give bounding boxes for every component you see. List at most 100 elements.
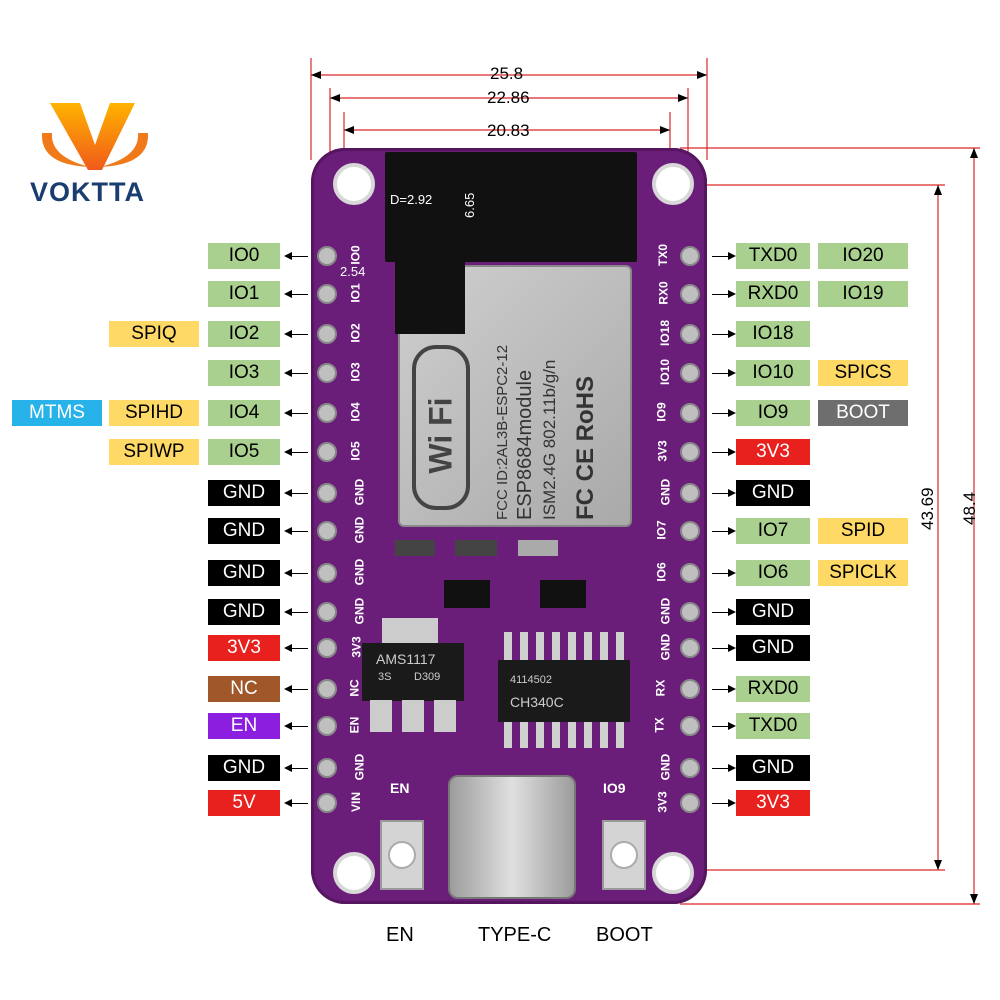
- silk-en: EN: [390, 780, 410, 796]
- smd-component: [395, 540, 435, 556]
- dim-hole-d: D=2.92: [390, 192, 433, 207]
- silk-right-pin: IO7: [654, 520, 669, 540]
- module-model: ESP8684module: [514, 369, 536, 520]
- pin-arrow-left: [286, 726, 308, 727]
- pin-label-right: 3V3: [736, 790, 810, 816]
- pin-arrow-head-left-icon: [284, 448, 292, 456]
- pin-arrow-left: [286, 531, 308, 532]
- silk-left-pin: IO5: [348, 441, 363, 461]
- pin-header-hole-left: [317, 324, 337, 344]
- regulator-sub1: 3S: [378, 671, 392, 683]
- smd-component: [370, 700, 392, 732]
- pin-header-hole-right: [680, 563, 700, 583]
- pin-arrow-right: [712, 573, 732, 574]
- pin-arrow-head-left-icon: [284, 409, 292, 417]
- pin-label-left: IO3: [208, 360, 280, 386]
- pin-header-hole-left: [317, 793, 337, 813]
- pin-label-left: IO5: [208, 439, 280, 465]
- pin-header-hole-right: [680, 246, 700, 266]
- pin-header-hole-left: [317, 679, 337, 699]
- pin-header-hole-left: [317, 363, 337, 383]
- silk-left-pin: GND: [352, 516, 367, 544]
- pin-label-right: TXD0: [736, 713, 810, 739]
- pin-header-hole-right: [680, 758, 700, 778]
- pin-label-left: 5V: [208, 790, 280, 816]
- pin-label-right: GND: [736, 635, 810, 661]
- silk-right-pin: 3V3: [655, 440, 670, 462]
- silk-left-pin: IO0: [348, 245, 363, 265]
- pin-label-left: GND: [208, 599, 280, 625]
- module-band: ISM2.4G 802.11b/g/n: [540, 359, 559, 520]
- pin-header-hole-right: [680, 521, 700, 541]
- boot-button[interactable]: [602, 820, 646, 890]
- pin-arrow-head-left-icon: [284, 799, 292, 807]
- pin-label-right: IO9: [736, 400, 810, 426]
- pin-arrow-left: [286, 452, 308, 453]
- pin-alt-label-right: SPID: [818, 518, 908, 544]
- pin-header-hole-right: [680, 793, 700, 813]
- wifi-logo-text: Wi Fi: [422, 397, 459, 474]
- mount-hole-bottom-right: [652, 852, 694, 894]
- pin-header-hole-left: [317, 521, 337, 541]
- silk-left-pin: GND: [352, 597, 367, 625]
- pin-alt-label-right: SPICLK: [818, 560, 908, 586]
- pin-header-hole-right: [680, 602, 700, 622]
- silk-left-pin: 3V3: [349, 636, 364, 658]
- pin-arrow-right: [712, 256, 732, 257]
- pin-header-hole-right: [680, 324, 700, 344]
- brand-logo: VOKTTA: [30, 95, 160, 215]
- mount-hole-top-right: [652, 163, 694, 205]
- pin-arrow-left: [286, 648, 308, 649]
- pin-arrow-head-left-icon: [284, 489, 292, 497]
- pin-arrow-right: [712, 726, 732, 727]
- pin-arrow-right: [712, 531, 732, 532]
- smd-component: [402, 700, 424, 732]
- pin-arrow-left: [286, 334, 308, 335]
- pin-arrow-head-left-icon: [284, 252, 292, 260]
- pin-alt-label-left: SPIWP: [109, 439, 199, 465]
- pin-header-hole-right: [680, 442, 700, 462]
- pin-label-left: IO0: [208, 243, 280, 269]
- silk-right-pin: TX: [652, 717, 667, 733]
- pin-arrow-head-left-icon: [284, 369, 292, 377]
- module-antenna: [385, 152, 637, 262]
- pin-label-left: GND: [208, 560, 280, 586]
- module-fcc-id: FCC ID:2AL3B-ESPC2-12: [494, 344, 511, 520]
- pin-header-hole-right: [680, 638, 700, 658]
- pin-alt-label-right: BOOT: [818, 400, 908, 426]
- pin-arrow-left: [286, 803, 308, 804]
- pin-arrow-head-left-icon: [284, 644, 292, 652]
- pin-arrow-head-right-icon: [728, 799, 736, 807]
- pin-header-hole-left: [317, 638, 337, 658]
- pin-arrow-head-right-icon: [728, 489, 736, 497]
- brand-name: VOKTTA: [30, 177, 145, 207]
- usb-typec-port[interactable]: [448, 775, 576, 899]
- pin-arrow-head-left-icon: [284, 764, 292, 772]
- smd-component: [518, 540, 558, 556]
- dim-height-inner: 43.69: [918, 487, 937, 530]
- pin-label-left: GND: [208, 518, 280, 544]
- pin-header-hole-right: [680, 679, 700, 699]
- en-button[interactable]: [380, 820, 424, 890]
- pin-arrow-head-right-icon: [728, 644, 736, 652]
- pin-header-hole-left: [317, 563, 337, 583]
- silk-right-pin: IO6: [654, 562, 669, 582]
- silk-left-pin: VIN: [349, 791, 364, 813]
- pin-label-right: IO10: [736, 360, 810, 386]
- pin-arrow-left: [286, 768, 308, 769]
- silk-left-pin: IO3: [348, 362, 363, 382]
- usb-chip-pins-top: [504, 632, 624, 660]
- pin-header-hole-left: [317, 483, 337, 503]
- pin-label-right: IO7: [736, 518, 810, 544]
- pin-arrow-head-left-icon: [284, 290, 292, 298]
- pin-arrow-head-right-icon: [728, 608, 736, 616]
- pin-arrow-right: [712, 452, 732, 453]
- pin-arrow-head-left-icon: [284, 569, 292, 577]
- pin-alt-label-right: IO20: [818, 243, 908, 269]
- pin-arrow-left: [286, 573, 308, 574]
- pin-alt-label-right: IO19: [818, 281, 908, 307]
- pin-arrow-right: [712, 334, 732, 335]
- pin-arrow-head-left-icon: [284, 608, 292, 616]
- pin-alt-label-left: SPIQ: [109, 321, 199, 347]
- pin-arrow-head-right-icon: [728, 252, 736, 260]
